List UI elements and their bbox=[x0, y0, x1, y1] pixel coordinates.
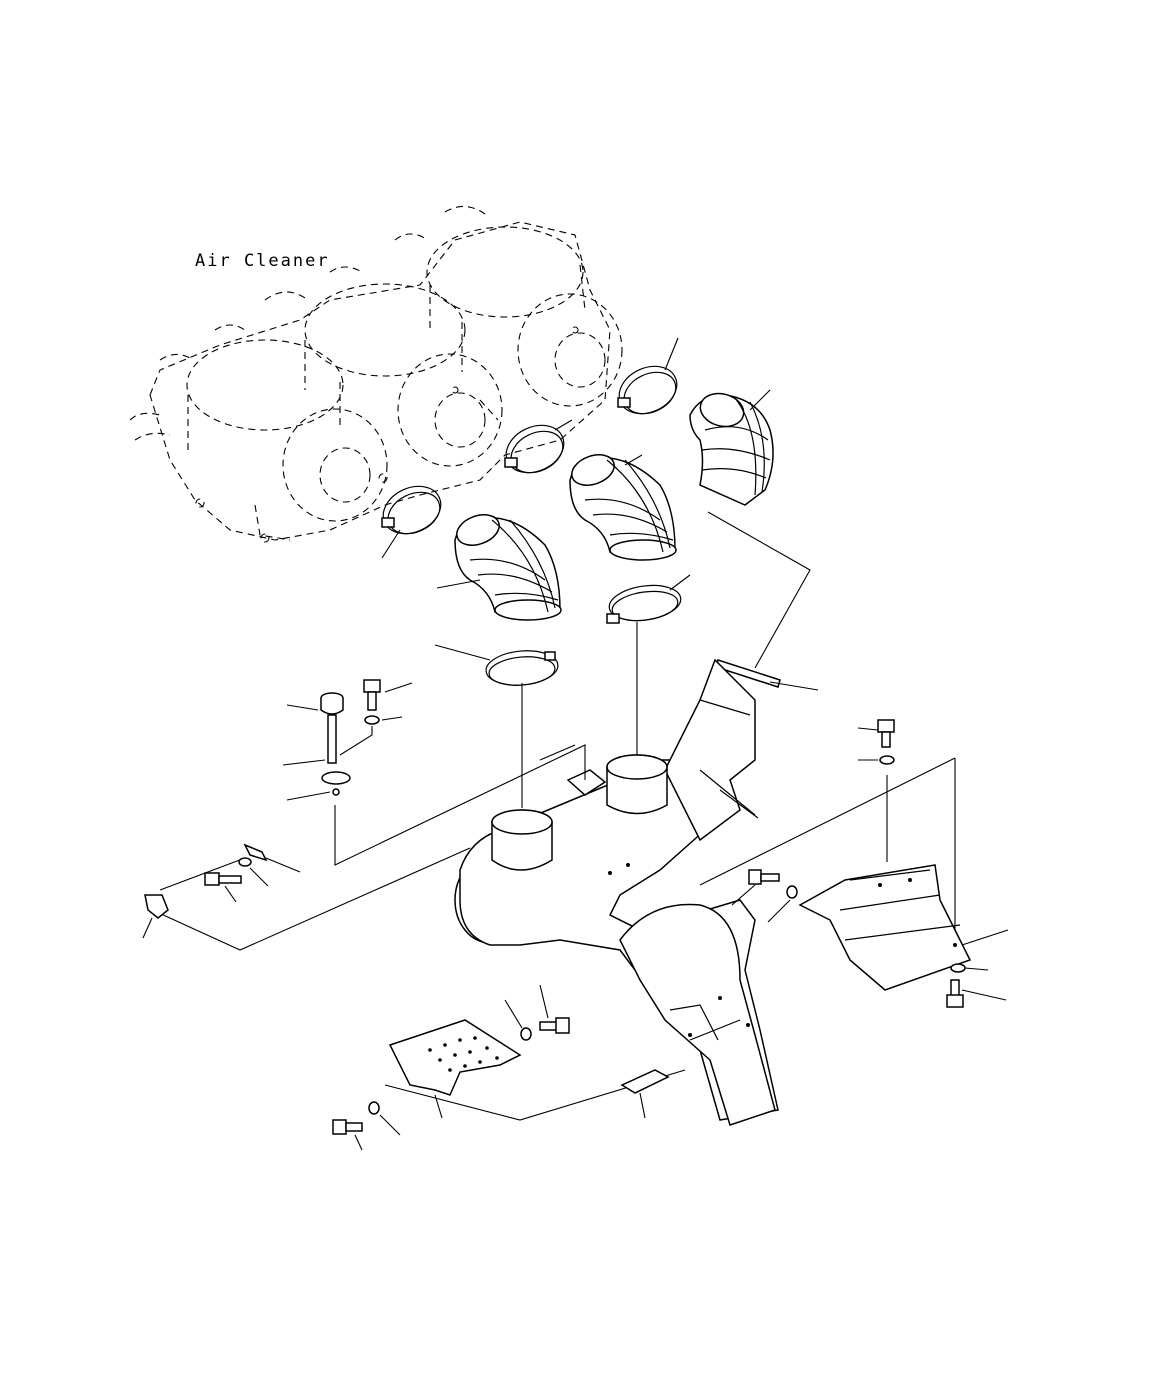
clamp-upper-right bbox=[617, 337, 679, 415]
connection-lines bbox=[147, 622, 956, 1121]
bolt-top bbox=[339, 679, 413, 756]
bracket-right bbox=[798, 864, 1009, 991]
air-cleaner-assembly bbox=[129, 205, 623, 543]
elbow-hose-left bbox=[436, 514, 562, 621]
strap-tube bbox=[707, 511, 819, 691]
elbow-hose-middle bbox=[569, 454, 677, 561]
dipstick-cap bbox=[282, 692, 351, 801]
clamp-upper-middle bbox=[504, 419, 573, 474]
intake-manifold bbox=[454, 658, 779, 1126]
air-cleaner-label: Air Cleaner bbox=[195, 251, 330, 271]
elbow-hose-right bbox=[689, 389, 774, 506]
clamp-lower-left bbox=[434, 644, 559, 686]
fastener-left bbox=[142, 843, 301, 939]
fastener-right bbox=[731, 719, 1007, 1008]
bracket-lower bbox=[388, 1019, 522, 1119]
clamp-lower-middle bbox=[606, 574, 691, 624]
clamp-upper-left bbox=[381, 485, 442, 559]
fastener-lower bbox=[332, 984, 670, 1151]
